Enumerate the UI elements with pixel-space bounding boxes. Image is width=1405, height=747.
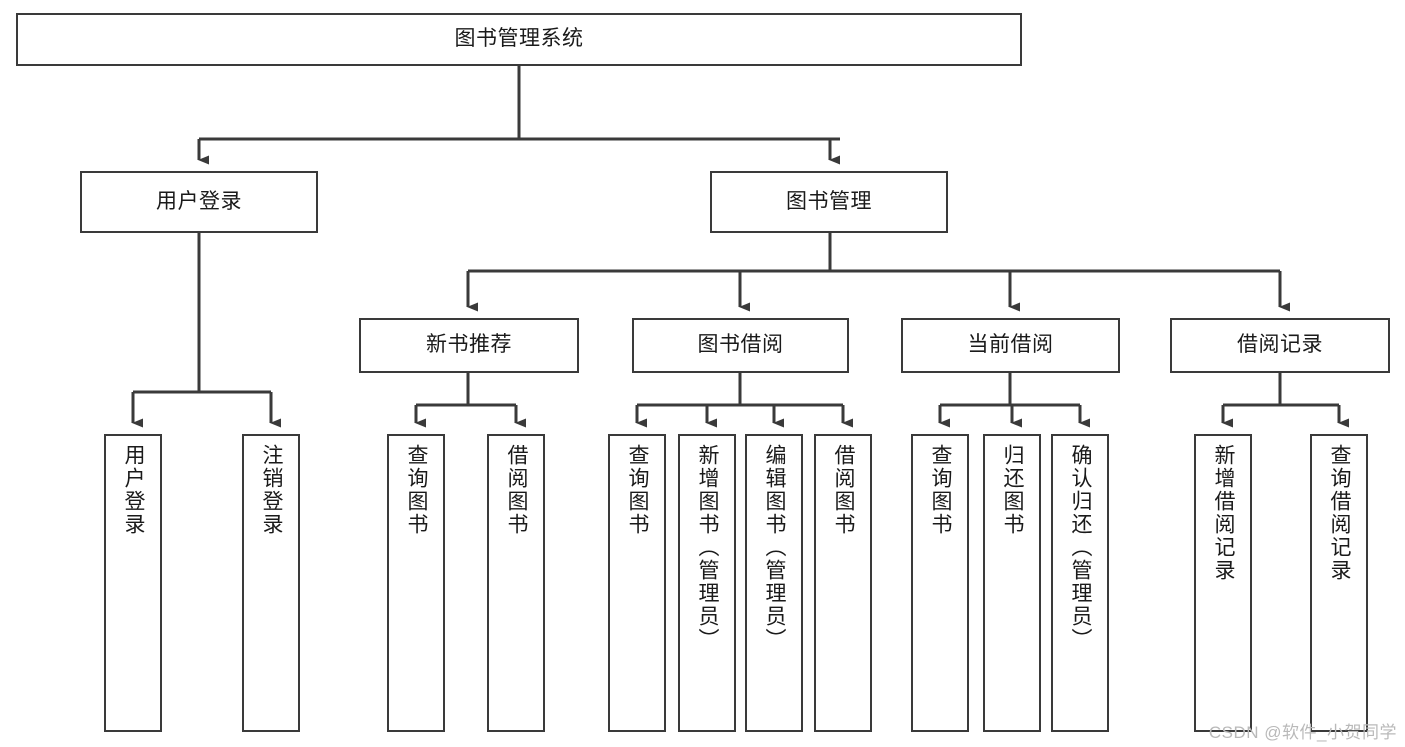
node-leaf-add-book-label: 新增图书（管理员） [696, 444, 720, 651]
node-root-label: 图书管理系统 [454, 27, 584, 51]
node-leaf-query-book-3-label: 查询图书 [929, 444, 953, 536]
node-leaf-logout-label: 注销登录 [260, 444, 284, 536]
node-leaf-add-record-label: 新增借阅记录 [1212, 444, 1236, 582]
node-leaf-confirm-return-label: 确认归还（管理员） [1069, 444, 1093, 651]
node-leaf-logout[interactable]: 注销登录 [242, 434, 300, 732]
node-leaf-return-book-label: 归还图书 [1001, 444, 1025, 536]
node-book-manage-label: 图书管理 [786, 189, 872, 213]
node-current-borrow[interactable]: 当前借阅 [901, 318, 1120, 373]
node-root[interactable]: 图书管理系统 [16, 13, 1022, 66]
node-leaf-edit-book[interactable]: 编辑图书（管理员） [745, 434, 803, 732]
watermark: CSDN @软件_小贺同学 [1208, 723, 1397, 742]
node-leaf-return-book[interactable]: 归还图书 [983, 434, 1041, 732]
node-book-manage[interactable]: 图书管理 [710, 171, 948, 233]
node-leaf-confirm-return[interactable]: 确认归还（管理员） [1051, 434, 1109, 732]
node-leaf-borrow-book-1-label: 借阅图书 [505, 444, 529, 536]
node-leaf-add-book[interactable]: 新增图书（管理员） [678, 434, 736, 732]
node-leaf-user-login[interactable]: 用户登录 [104, 434, 162, 732]
node-user-login[interactable]: 用户登录 [80, 171, 318, 233]
node-borrow-record-label: 借阅记录 [1237, 333, 1323, 357]
node-new-book-rec-label: 新书推荐 [426, 333, 512, 357]
node-leaf-query-book-2-label: 查询图书 [626, 444, 650, 536]
node-leaf-query-record[interactable]: 查询借阅记录 [1310, 434, 1368, 732]
node-user-login-label: 用户登录 [156, 189, 242, 213]
node-leaf-edit-book-label: 编辑图书（管理员） [763, 444, 787, 651]
node-borrow-record[interactable]: 借阅记录 [1170, 318, 1390, 373]
node-leaf-borrow-book-2[interactable]: 借阅图书 [814, 434, 872, 732]
node-book-borrow-label: 图书借阅 [697, 333, 784, 357]
node-leaf-user-login-label: 用户登录 [122, 444, 146, 536]
node-leaf-query-record-label: 查询借阅记录 [1328, 444, 1352, 582]
node-leaf-borrow-book-1[interactable]: 借阅图书 [487, 434, 545, 732]
node-leaf-borrow-book-2-label: 借阅图书 [832, 444, 856, 536]
node-leaf-query-book-3[interactable]: 查询图书 [911, 434, 969, 732]
node-leaf-query-book-1-label: 查询图书 [405, 444, 429, 536]
node-book-borrow[interactable]: 图书借阅 [632, 318, 849, 373]
node-leaf-add-record[interactable]: 新增借阅记录 [1194, 434, 1252, 732]
node-current-borrow-label: 当前借阅 [967, 333, 1054, 357]
node-leaf-query-book-1[interactable]: 查询图书 [387, 434, 445, 732]
node-leaf-query-book-2[interactable]: 查询图书 [608, 434, 666, 732]
node-new-book-rec[interactable]: 新书推荐 [359, 318, 579, 373]
